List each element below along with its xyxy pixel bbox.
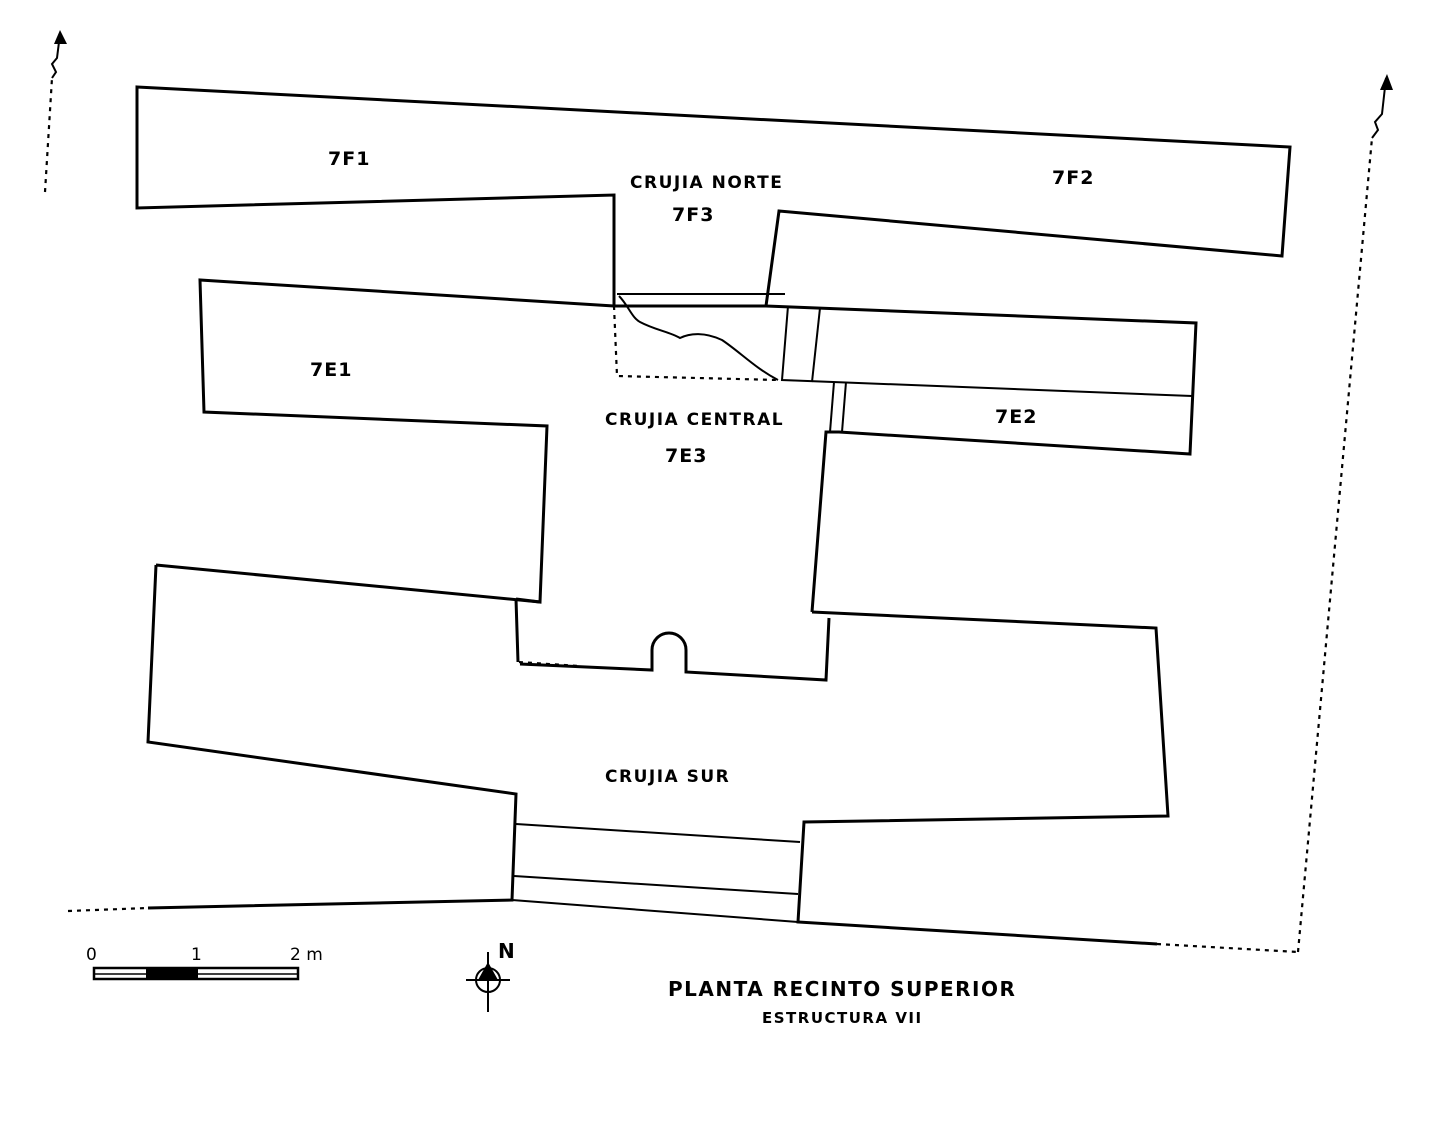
section-label-norte: CRUJIA NORTE <box>630 173 783 193</box>
north-label: N <box>498 939 515 963</box>
stair-step-2 <box>513 875 799 895</box>
drawing-subtitle: ESTRUCTURA VII <box>762 1009 923 1027</box>
room-label-7f2: 7F2 <box>1052 167 1094 189</box>
leader-arrow-right <box>1296 74 1393 953</box>
central-enclosure-dashed <box>514 599 581 668</box>
section-label-central: CRUJIA CENTRAL <box>605 410 784 430</box>
block-7e2 <box>765 304 1198 613</box>
block-sur-east <box>796 610 1170 946</box>
scale-tick-0: 0 <box>86 945 97 965</box>
block-7e2-inner-4 <box>841 381 847 433</box>
boundary-dashed-east <box>1156 942 1299 954</box>
block-7f1 <box>135 85 1292 308</box>
room-label-7e1: 7E1 <box>310 359 352 381</box>
block-7e1-dashed <box>612 305 779 382</box>
scale-bar: 0 1 2 m <box>86 945 323 981</box>
room-label-7f3: 7F3 <box>672 204 714 226</box>
leader-arrow-left <box>43 30 67 193</box>
ruin-line <box>618 295 779 381</box>
section-label-sur: CRUJIA SUR <box>605 767 730 787</box>
room-label-7e3: 7E3 <box>665 445 707 467</box>
block-7e1 <box>198 278 615 604</box>
stair-step-3 <box>511 899 799 923</box>
boundary-dashed-west <box>67 906 149 913</box>
north-arrow-icon: N <box>466 939 515 1012</box>
block-sur <box>146 563 541 910</box>
drawing-title: PLANTA RECINTO SUPERIOR <box>668 977 1016 1001</box>
room-label-7e2: 7E2 <box>995 406 1037 428</box>
block-7e2-inner-3 <box>829 381 835 433</box>
stair-step-1 <box>515 823 801 843</box>
block-7e2-inner-1 <box>780 305 1193 397</box>
room-label-7f1: 7F1 <box>328 148 370 170</box>
block-7e2-inner-2 <box>811 307 821 383</box>
central-enclosure <box>514 598 831 682</box>
scale-tick-1: 1 <box>191 945 202 965</box>
scale-tick-2: 2 m <box>290 945 323 965</box>
